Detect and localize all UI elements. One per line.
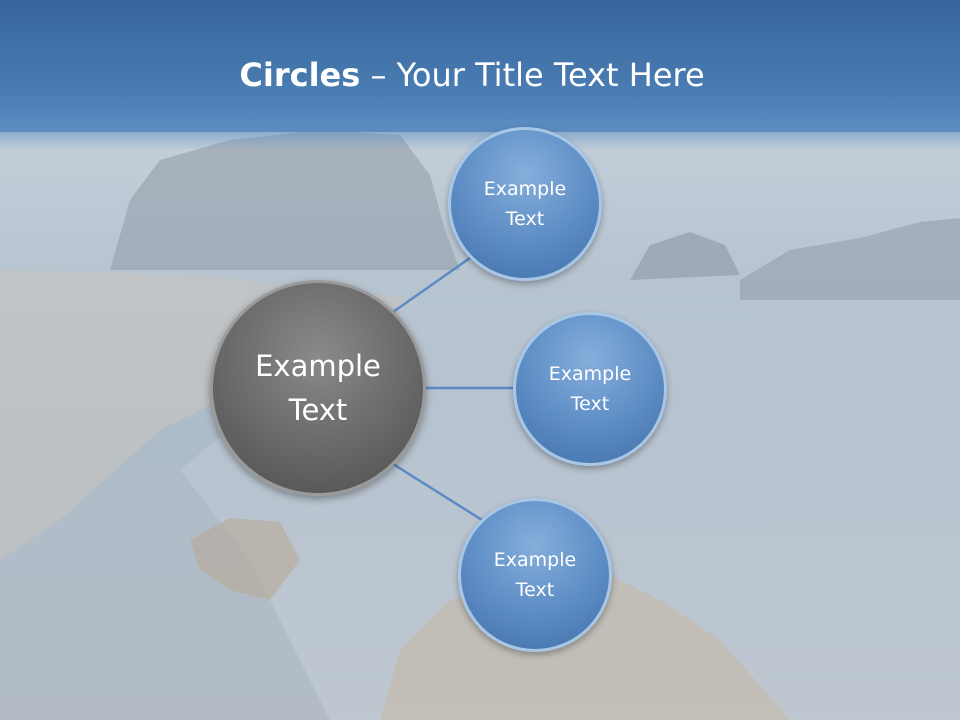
satellite-circle-top[interactable]: Example Text <box>448 127 602 281</box>
title-bar <box>0 0 960 132</box>
title-rest: – Your Title Text Here <box>360 56 705 94</box>
connector-top <box>392 256 471 314</box>
slide-title: Circles – Your Title Text Here <box>0 54 944 96</box>
title-bold: Circles <box>239 56 361 94</box>
satellite-circle-label: Example Text <box>493 549 577 601</box>
center-circle[interactable]: Example Text <box>210 280 426 496</box>
center-circle-label: Example Text <box>255 349 381 427</box>
satellite-circle-bottom[interactable]: Example Text <box>458 498 612 652</box>
connector-bottom <box>392 462 483 522</box>
satellite-circle-label: Example Text <box>548 363 632 415</box>
satellite-circle-label: Example Text <box>483 178 567 230</box>
satellite-circle-middle[interactable]: Example Text <box>513 312 667 466</box>
